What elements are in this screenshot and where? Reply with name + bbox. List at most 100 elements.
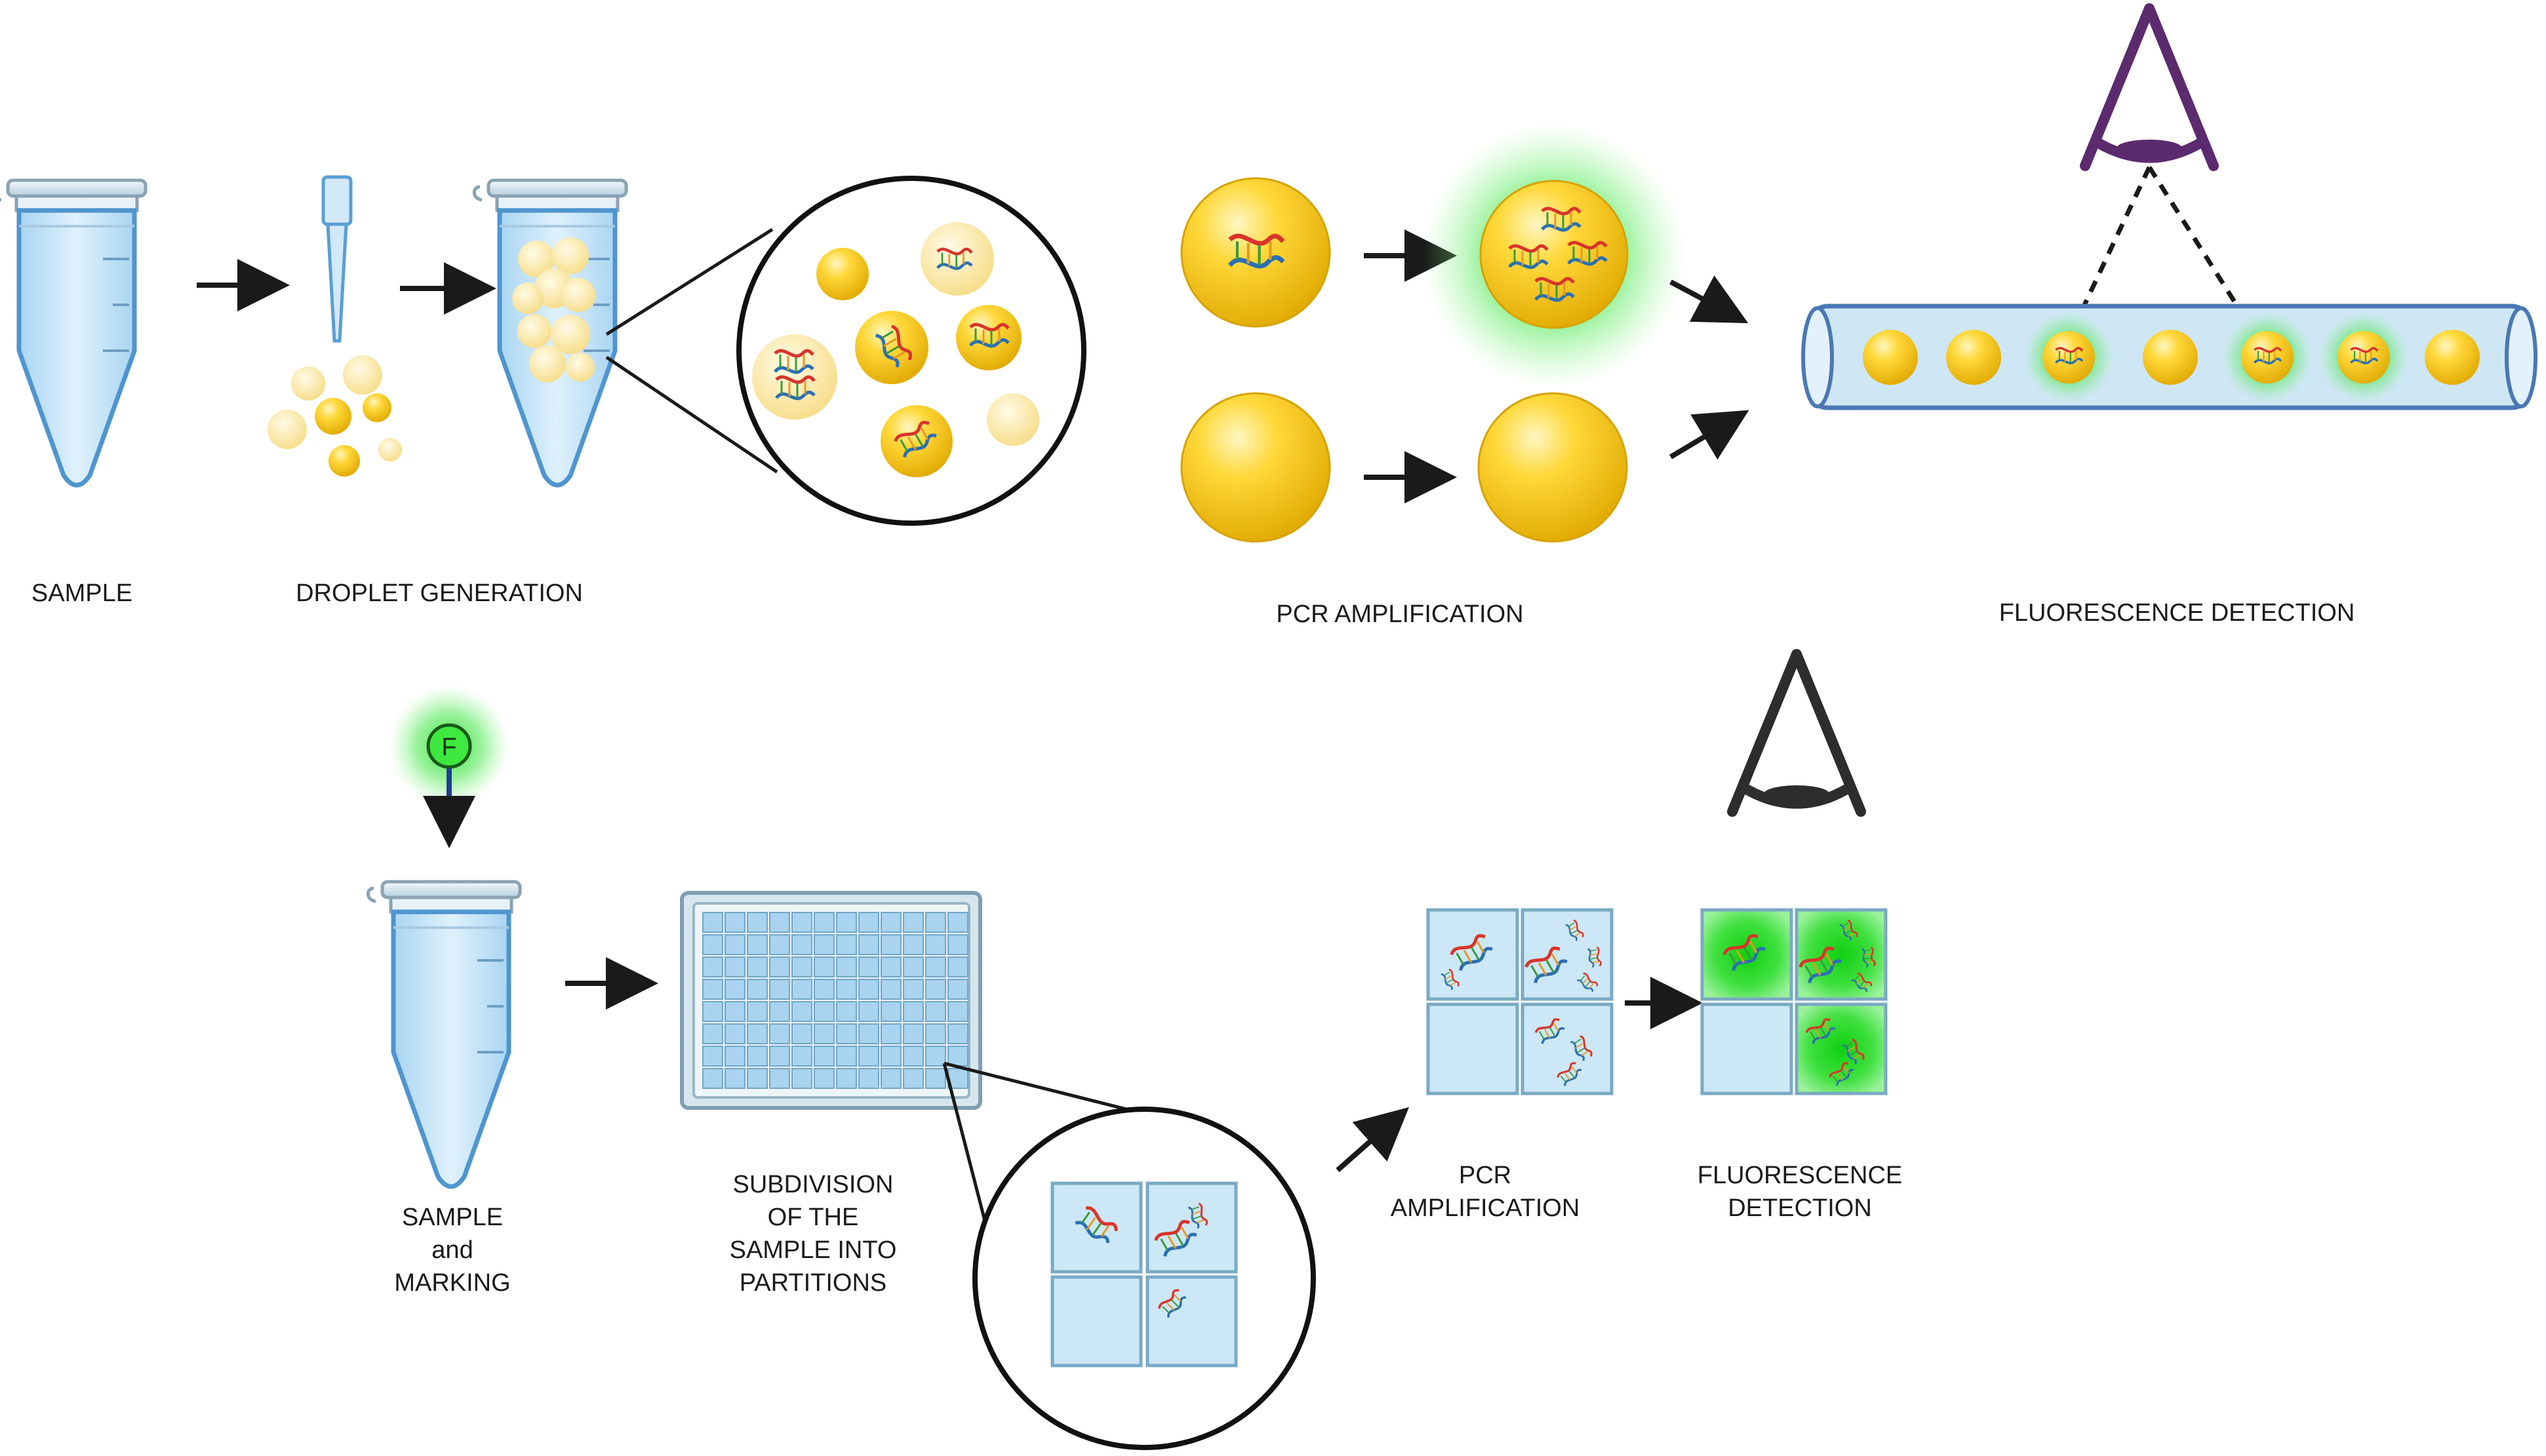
well <box>725 912 746 933</box>
well <box>903 1046 924 1067</box>
label-line: DETECTION <box>1728 1194 1872 1222</box>
fluorescence-detection-label: FLUORESCENCE DETECTION <box>1999 599 2355 627</box>
fluorescence-detection-stage <box>1801 9 2537 410</box>
well <box>702 1046 723 1067</box>
well <box>725 956 746 977</box>
well <box>725 1023 746 1044</box>
well <box>769 1046 790 1067</box>
droplet-cluster <box>512 237 595 382</box>
well <box>769 956 790 977</box>
detection-beam <box>2073 166 2152 326</box>
well <box>947 934 968 955</box>
well <box>814 1046 835 1067</box>
well <box>881 1068 902 1089</box>
label-line: OF THE <box>767 1204 859 1231</box>
fluorophore-letter: F <box>441 734 456 761</box>
label-line: and <box>431 1236 473 1264</box>
well <box>836 979 857 1000</box>
well <box>702 979 723 1000</box>
well <box>769 934 790 955</box>
well <box>769 1001 790 1022</box>
fluorescence-detection-bottom-label: FLUORESCENCE DETECTION <box>1692 1159 1908 1225</box>
well <box>903 956 924 977</box>
well <box>702 912 723 933</box>
well <box>881 934 902 955</box>
well <box>881 1046 902 1067</box>
well <box>725 1068 746 1089</box>
well <box>858 1023 879 1044</box>
pcr-amplification-bottom-label: PCR AMPLIFICATION <box>1377 1159 1593 1225</box>
well <box>947 1046 968 1067</box>
well <box>769 979 790 1000</box>
well <box>725 1001 746 1022</box>
well <box>947 912 968 933</box>
well <box>814 979 835 1000</box>
well <box>903 1001 924 1022</box>
well <box>769 1068 790 1089</box>
well <box>747 979 768 1000</box>
droplet-generation-label: DROPLET GENERATION <box>296 580 583 607</box>
well <box>725 979 746 1000</box>
well <box>881 956 902 977</box>
well <box>947 956 968 977</box>
well <box>814 1001 835 1022</box>
well <box>747 1023 768 1044</box>
droplet-cluster <box>268 355 402 477</box>
zoom-line <box>605 227 774 336</box>
arrow <box>1336 1107 1409 1172</box>
arrow <box>1669 275 1749 324</box>
partition-grid-icon <box>1700 908 1888 1095</box>
well <box>836 934 857 955</box>
well <box>925 1023 946 1044</box>
well <box>881 912 902 933</box>
well <box>747 1068 768 1089</box>
eye-detector-icon <box>2085 9 2214 166</box>
tube-icon <box>0 180 146 485</box>
label-line: PCR <box>1458 1162 1512 1189</box>
well <box>836 1001 857 1022</box>
well <box>747 1001 768 1022</box>
well <box>702 934 723 955</box>
well <box>747 912 768 933</box>
well <box>791 912 812 933</box>
well <box>925 979 946 1000</box>
well <box>725 1046 746 1067</box>
label-line: SUBDIVISION <box>732 1171 894 1198</box>
well <box>836 1046 857 1067</box>
well <box>925 1001 946 1022</box>
well <box>858 956 879 977</box>
top-row <box>0 9 2537 543</box>
well <box>814 912 835 933</box>
well <box>702 1001 723 1022</box>
well <box>769 912 790 933</box>
well <box>903 1068 924 1089</box>
well <box>791 1068 812 1089</box>
label-line: AMPLIFICATION <box>1390 1194 1580 1222</box>
well <box>791 1046 812 1067</box>
magnifier-circle-icon <box>972 1107 1316 1450</box>
well <box>903 934 924 955</box>
well <box>747 1046 768 1067</box>
well <box>814 1068 835 1089</box>
well <box>791 1023 812 1044</box>
well <box>881 1023 902 1044</box>
label-line: MARKING <box>394 1269 511 1297</box>
label-line: FLUORESCENCE <box>1697 1162 1903 1189</box>
well <box>903 979 924 1000</box>
well <box>858 1001 879 1022</box>
fluorophore-icon: F <box>389 686 509 848</box>
well <box>903 1023 924 1044</box>
well <box>747 956 768 977</box>
well <box>925 1046 946 1067</box>
well <box>858 912 879 933</box>
subdivision-label: SUBDIVISION OF THE SAMPLE INTO PARTITION… <box>708 1168 918 1299</box>
well <box>702 956 723 977</box>
well <box>814 934 835 955</box>
bottom-row: F <box>368 654 1888 1450</box>
well <box>947 1001 968 1022</box>
well <box>702 1023 723 1044</box>
zoom-line <box>944 1061 1135 1113</box>
well <box>725 934 746 955</box>
arrow <box>1669 410 1749 460</box>
